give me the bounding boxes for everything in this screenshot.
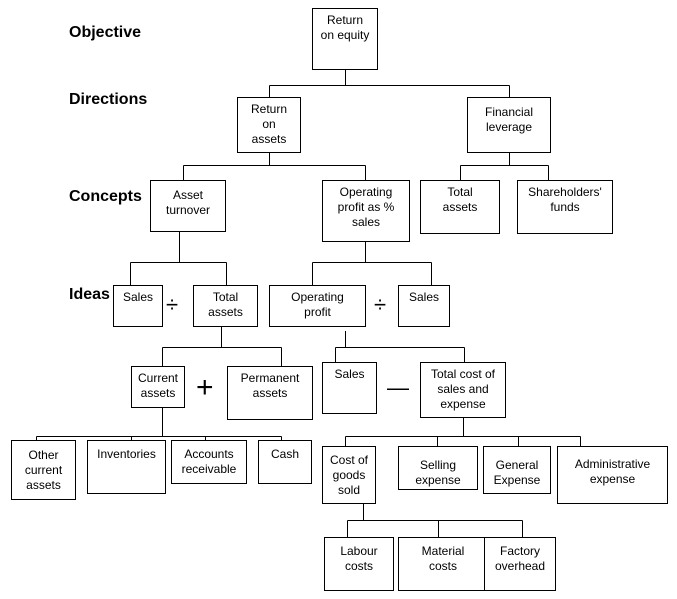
- node-labour-costs: Labour costs: [324, 537, 394, 591]
- node-selling-expense: Selling expense: [398, 446, 478, 490]
- plus-operator: +: [196, 371, 214, 404]
- node-accounts-receivable: Accounts receivable: [171, 440, 247, 484]
- node-inventories: Inventories: [87, 440, 166, 494]
- level-ideas: Ideas: [69, 286, 110, 303]
- node-administrative-expense: Administrative expense: [557, 446, 668, 504]
- minus-operator: —: [387, 375, 409, 400]
- level-concepts: Concepts: [69, 188, 142, 205]
- node-total-assets: Total assets: [193, 285, 258, 327]
- node-current-assets: Current assets: [131, 366, 185, 408]
- node-operating-profit: Operating profit: [269, 285, 366, 327]
- node-cogs: Cost of goods sold: [322, 446, 376, 504]
- node-roa: Return on assets: [237, 97, 301, 153]
- level-objective: Objective: [69, 24, 142, 41]
- connector: [335, 331, 465, 362]
- node-general-expense: General Expense: [483, 446, 551, 494]
- connector: [162, 327, 282, 366]
- node-total-cost: Total cost of sales and expense: [420, 362, 506, 418]
- node-other-current-assets: Other current assets: [11, 440, 76, 500]
- node-sales: Sales: [113, 285, 163, 327]
- node-material-costs: Material costs: [398, 537, 488, 591]
- connector: [269, 70, 510, 97]
- node-cash: Cash: [258, 440, 312, 484]
- node-shareholders-funds: Shareholders' funds: [517, 180, 613, 234]
- connector: [312, 242, 432, 285]
- connector: [460, 153, 549, 180]
- node-sales: Sales: [322, 362, 377, 414]
- node-permanent-assets: Permanent assets: [227, 366, 313, 420]
- node-sales: Sales: [398, 285, 450, 327]
- node-factory-overhead: Factory overhead: [484, 537, 556, 591]
- level-directions: Directions: [69, 91, 148, 108]
- divide-operator: ÷: [166, 292, 179, 317]
- divide-operator: ÷: [374, 292, 387, 317]
- connector: [345, 418, 581, 446]
- node-financial-leverage: Financial leverage: [467, 97, 551, 153]
- connector: [36, 408, 282, 440]
- node-asset-turnover: Asset turnover: [150, 180, 226, 232]
- connector: [130, 232, 227, 285]
- connector: [183, 153, 366, 180]
- node-op-profit-pct: Operating profit as % sales: [322, 180, 410, 242]
- connector: [347, 504, 523, 537]
- node-roe: Return on equity: [312, 8, 378, 70]
- node-total-assets-concept: Total assets: [420, 180, 500, 234]
